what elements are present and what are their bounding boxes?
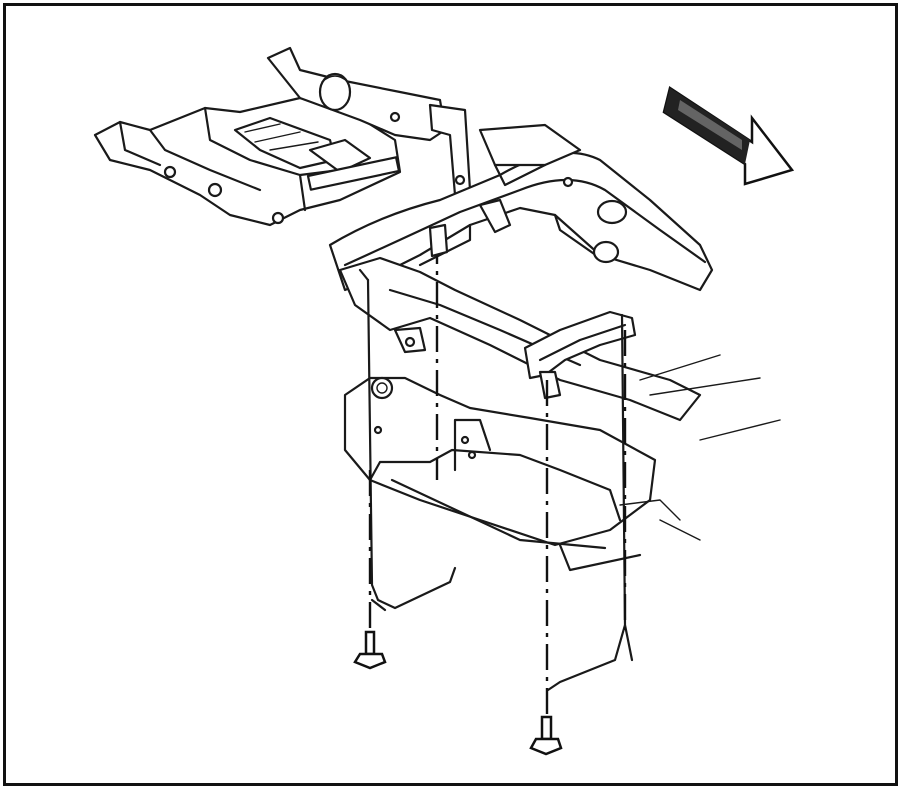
tank-strap-left	[358, 268, 457, 612]
bolt-left	[353, 630, 387, 670]
direction-arrow-icon	[662, 85, 795, 186]
heat-shield	[523, 310, 637, 400]
fuel-tank	[343, 376, 657, 572]
vehicle-frame	[93, 46, 714, 422]
bolt-right	[529, 715, 563, 756]
cable-lines	[619, 354, 781, 541]
alignment-lines	[368, 223, 627, 715]
